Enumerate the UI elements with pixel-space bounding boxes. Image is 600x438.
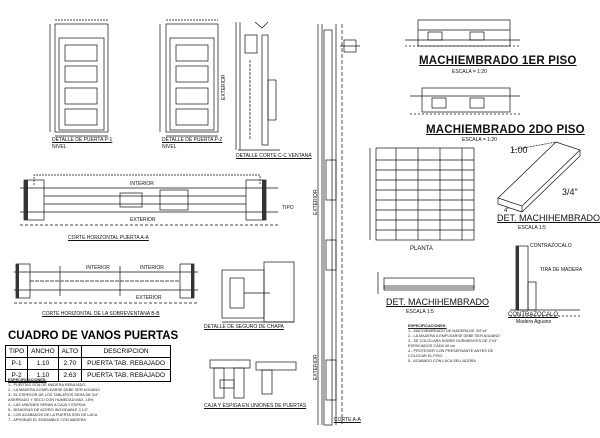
doors-table-title: CUADRO DE VANOS PUERTAS [8, 330, 179, 342]
mortise-tenon-detail [209, 359, 297, 399]
exterior-label-central-low: EXTERIOR [313, 354, 319, 380]
note-line: 1.- MACHIEMBRADO DE MADERA DE 3/4"x4" [408, 329, 488, 333]
note-line: 3.- SE COLOCARA SOBRE DURMIENTES DE 2"x3… [408, 339, 498, 343]
exterior-label-central: EXTERIOR [313, 189, 319, 215]
flooring-1-scale: ESCALA = 1:20 [452, 69, 487, 75]
door-p1-scale: NIVEL [52, 144, 67, 150]
table-row: P-1 1.10 2.70 PUERTA TAB. REBAJADO [4, 357, 172, 370]
door-p2-caption: DETALLE DE PUERTA P-2 [162, 137, 223, 143]
contrazocalo-sub: Madera Aguano [516, 319, 552, 325]
header-ancho: ANCHO [27, 345, 59, 358]
lock-detail [221, 261, 295, 323]
note-line: COLOCAR EL PISO [408, 354, 443, 358]
cell-ancho: 1.10 [27, 357, 59, 370]
note-line: 4.- LAS UNIONES SERAN A CAJA Y ESPIGA [8, 403, 86, 407]
flooring-2-scale: ESCALA = 1:20 [462, 137, 497, 143]
table-row: P-2 1.10 2.63 PUERTA TAB. REBAJADO [4, 369, 172, 382]
notes-left: ESPECIFICACIONES: 1.- PUERTAS SON DE MAD… [8, 378, 100, 423]
det-mach-left-title: DET. MACHIHEMBRADO [386, 297, 490, 307]
note-line: 5.- BISAGRAS DE ACERO INOXIDABLE 3 1/2" [8, 408, 89, 412]
notes-right-title: ESPECIFICACIONES: [408, 324, 447, 328]
contrazocalo-title: CONTRAZOCALO [508, 312, 559, 318]
cell-descripcion: PUERTA TAB. REBAJADO [81, 357, 172, 370]
notes-left-title: ESPECIFICACIONES: [8, 378, 47, 382]
note-line: ASERRADO Y SECO CON HUMEDAD MAX. 15% [8, 398, 94, 402]
interior-label-bb: INTERIOR [86, 265, 110, 271]
table-header-row: TIPO ANCHO ALTO DESCRIPCION [4, 345, 172, 358]
cell-alto: 2.70 [57, 357, 83, 370]
header-descripcion: DESCRIPCION [81, 345, 172, 358]
dim-34: 3/4" [562, 187, 578, 197]
cell-alto: 2.63 [57, 369, 83, 382]
cell-descripcion: PUERTA TAB. REBAJADO [81, 369, 172, 382]
interior-label-bb-2: INTERIOR [140, 265, 164, 271]
dim-4: 4" [504, 208, 510, 214]
note-line: ESPACIADOS CADA 40 cm [408, 344, 456, 348]
window-section-cc [235, 21, 280, 151]
flooring-2-title: MACHIEMBRADO 2DO PISO [426, 124, 585, 136]
cell-tipo: P-1 [4, 357, 29, 370]
mortise-caption: CAJA Y ESPIGA EN UNIONES DE PUERTAS [204, 403, 307, 409]
dim-100: 1.00 [510, 145, 528, 155]
window-section-caption: DETALLE CORTE C-C VENTANA [236, 153, 312, 159]
det-mach-right-scale: ESCALA 1:5 [518, 225, 546, 231]
board-section-small [377, 272, 475, 294]
doors-table: TIPO ANCHO ALTO DESCRIPCION P-1 1.10 2.7… [4, 345, 172, 382]
note-line: 2.- LA MADERA A EMPLEARSE DEBE SER AGUAN… [408, 334, 501, 338]
flooring-2nd-floor [410, 87, 520, 115]
header-tipo: TIPO [4, 345, 29, 358]
lock-detail-caption: DETALLE DE SEGURO DE CHAPA [204, 324, 284, 330]
flooring-1st-floor [405, 19, 520, 47]
section-bb-caption: CORTE HORIZONTAL DE LA SOBREVENTANA B-B [42, 311, 160, 317]
board-isometric [497, 141, 581, 213]
notes-right: ESPECIFICACIONES: 1.- MACHIEMBRADO DE MA… [408, 324, 500, 364]
tira-callout: TIRA DE MADERA [540, 267, 583, 273]
note-line: 2.- LA MADERA A EMPLEARSE DEBE SER AGUAN… [8, 388, 101, 392]
baseboard-detail [510, 245, 580, 317]
tipo-label: TIPO [282, 205, 294, 211]
note-line: 7.- APROBAR EL ENSAMBLE CON MADERA [8, 418, 86, 422]
door-p1-elevation [49, 19, 109, 137]
interior-label-aa: INTERIOR [130, 181, 154, 187]
planta-label: PLANTA [410, 246, 433, 252]
exterior-label-bb: EXTERIOR [136, 295, 162, 301]
exterior-label-window: EXTERIOR [221, 74, 227, 100]
det-mach-right-title: DET. MACHIHEMBRADO [497, 213, 600, 223]
note-line: 5.- ACABADO CON LACA SELLADORA [408, 359, 476, 363]
section-aa-tall-caption: CORTE A-A [334, 417, 361, 423]
horizontal-section-bb [14, 263, 198, 304]
contrazocalo-callout: CONTRAZOCALO [530, 243, 572, 249]
door-p1-caption: DETALLE DE PUERTA P-1 [52, 137, 113, 143]
exterior-label-aa: EXTERIOR [130, 217, 156, 223]
note-line: 1.- PUERTAS SON DE MADERA REBAJADO [8, 383, 86, 387]
note-line: 4.- PROTEGER CON PRESERVANTE ANTES DE [408, 349, 494, 353]
note-line: 6.- LOS ACABADOS DE LA PUERTA SON DE LAC… [8, 413, 98, 417]
det-mach-left-scale: ESCALA 1:5 [406, 309, 434, 315]
central-tall-section [317, 24, 360, 426]
section-aa-caption: CORTE HORIZONTAL PUERTA A-A [68, 235, 149, 241]
door-p2-scale: NIVEL [162, 144, 177, 150]
door-p2-elevation [159, 19, 219, 137]
flooring-1-title: MACHIEMBRADO 1ER PISO [419, 55, 577, 67]
note-line: 3.- EL ESPESOR DE LOS TABLEROS SERA DE 3… [8, 393, 99, 397]
header-alto: ALTO [57, 345, 83, 358]
floor-plan-boards [369, 147, 475, 241]
